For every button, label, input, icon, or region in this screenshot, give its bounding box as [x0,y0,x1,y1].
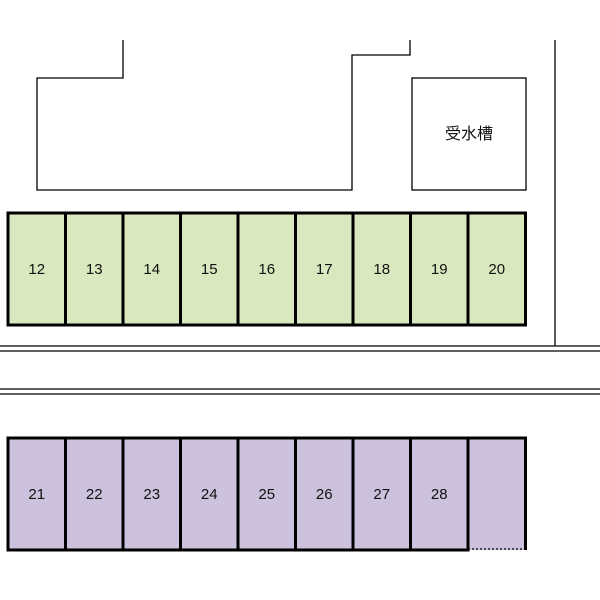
parking-slot [294,211,355,327]
parking-slot [409,211,470,327]
parking-slot-number: 24 [201,486,218,503]
water-tank-label: 受水槽 [445,124,493,143]
parking-slot [121,436,182,552]
parking-slot-number: 15 [201,261,218,278]
parking-slot-number: 26 [316,486,333,503]
parking-row-bottom: 21 22 23 24 25 26 27 28 [6,436,527,552]
building-outline [36,40,411,191]
parking-slot [294,436,355,552]
parking-slot-number: 18 [373,261,390,278]
parking-slot-number: 21 [28,486,45,503]
parking-slot-number: 20 [488,261,505,278]
parking-slot-number: 12 [28,261,45,278]
parking-slot-number: 25 [258,486,275,503]
parking-slot-number: 28 [431,486,448,503]
parking-slot-number: 16 [258,261,275,278]
parking-slot [468,438,526,550]
parking-slot [64,211,125,327]
parking-slot [409,436,470,552]
parking-slot [236,436,297,552]
water-tank-box [411,77,527,191]
parking-slot-number: 23 [143,486,160,503]
parking-slot-outline [466,436,527,550]
parking-slot-number: 27 [373,486,390,503]
parking-slot-number: 22 [86,486,103,503]
parking-slot-number: 17 [316,261,333,278]
parking-row-top: 12 13 14 15 16 17 18 19 20 [6,211,527,327]
parking-slot-number: 13 [86,261,103,278]
parking-slot [466,211,527,327]
parking-slot-number: 14 [143,261,160,278]
parking-slot-number: 19 [431,261,448,278]
parking-slot [179,211,240,327]
parking-slot [6,436,67,552]
